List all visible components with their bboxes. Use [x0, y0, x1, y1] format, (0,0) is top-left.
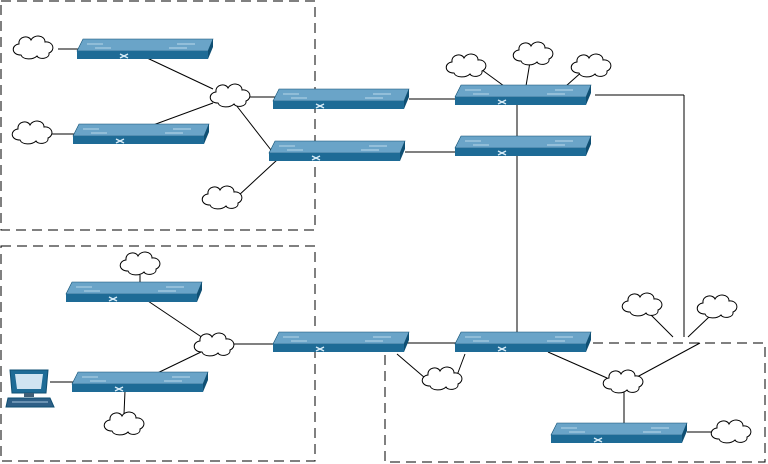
cloud-3 — [210, 84, 250, 107]
switch-b3 — [273, 332, 409, 352]
computer-icon — [6, 370, 54, 407]
switch-c1 — [455, 85, 591, 105]
switch-c2 — [455, 136, 591, 156]
switch-b2 — [72, 372, 208, 392]
switch-a4 — [269, 141, 405, 161]
switch-a1 — [77, 39, 213, 59]
switch-d1 — [551, 423, 687, 443]
cloud-10 — [104, 412, 144, 435]
cloud-8 — [120, 252, 160, 275]
cloud-14 — [697, 295, 737, 318]
cloud-12 — [603, 370, 643, 393]
cloud-4 — [202, 186, 242, 209]
switch-a2 — [73, 124, 209, 144]
cloud-1 — [13, 36, 53, 59]
cloud-16 — [711, 420, 751, 443]
area-bottom-right — [385, 343, 765, 462]
switch-c3 — [455, 332, 591, 352]
switch-b1 — [66, 282, 202, 302]
cloud-6 — [513, 42, 553, 65]
area-bottom-left — [1, 246, 315, 461]
switch-a3 — [273, 89, 409, 109]
cloud-11 — [422, 367, 462, 390]
cloud-7 — [571, 54, 611, 77]
cloud-2 — [12, 121, 52, 144]
area-top-left — [1, 1, 315, 230]
cloud-5 — [446, 54, 486, 77]
cloud-13 — [622, 293, 662, 316]
